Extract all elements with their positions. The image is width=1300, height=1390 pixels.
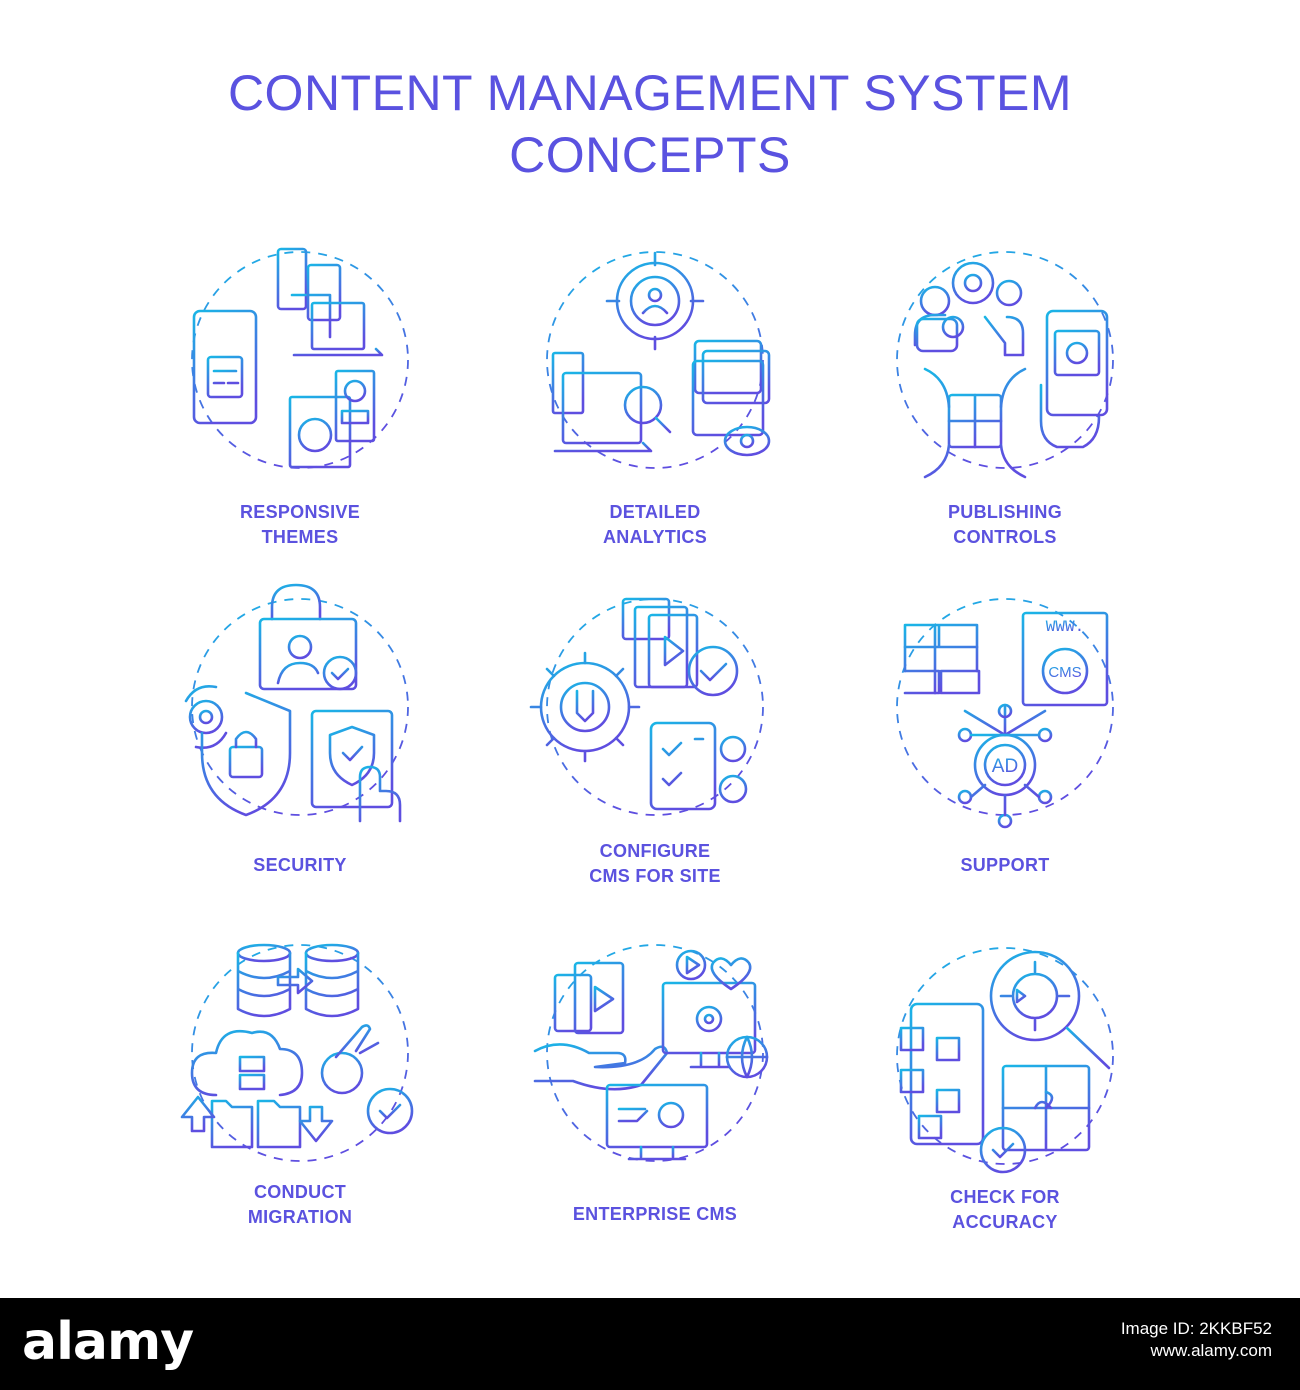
database-cloud-icon (180, 943, 414, 1162)
concept-label: SECURITY (253, 855, 347, 875)
concept-label: SUPPORT (960, 855, 1050, 875)
responsive-devices-icon (191, 247, 409, 469)
hands-cms-ad-icon: WWW. CMS AD (896, 598, 1114, 829)
title-line-2: CONCEPTS (509, 127, 791, 183)
lock-shield-icon (184, 583, 409, 823)
team-puzzle-icon (896, 251, 1114, 479)
brand-logo: alamy (22, 1312, 194, 1372)
magnifier-puzzle-icon (896, 947, 1114, 1174)
svg-text:WWW.: WWW. (1046, 618, 1084, 636)
concept-label: ENTERPRISE CMS (572, 1204, 738, 1224)
analytics-target-icon (546, 251, 771, 469)
title-line-1: CONTENT MANAGEMENT SYSTEM (227, 65, 1073, 121)
gear-wrench-icon (529, 597, 764, 816)
image-id: Image ID: 2KKBF52 www.alamy.com (1120, 1319, 1272, 1360)
svg-text:AD: AD (992, 756, 1018, 777)
watermark-footer: alamy Image ID: 2KKBF52 www.alamy.com (0, 1298, 1300, 1390)
svg-text:CMS: CMS (1048, 664, 1081, 681)
media-monitor-globe-icon (533, 944, 769, 1162)
page-title: CONTENT MANAGEMENT SYSTEM CONCEPTS (0, 62, 1300, 186)
